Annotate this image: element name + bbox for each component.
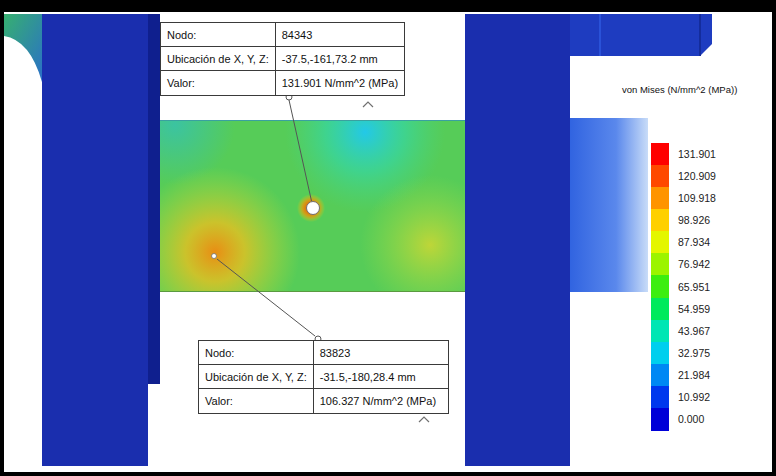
color-bar-band [651,275,669,298]
color-bar-value: 131.901 [678,148,716,160]
probe-field-value: -31.5,-180,28.4 mm [314,365,448,389]
probe-field-value: 83823 [314,341,448,365]
probe-field-name: Valor: [199,389,314,413]
probe-field-name: Nodo: [199,341,314,365]
color-bar-value: 43.967 [678,325,710,337]
probe-field-name: Valor: [161,71,276,95]
probe-table: Nodo:83823Ubicación de X, Y, Z:-31.5,-18… [198,340,449,414]
color-bar-value: 120.909 [678,170,716,182]
color-bar-band [651,342,669,365]
color-bar-value: 10.992 [678,391,710,403]
color-bar-band [651,320,669,343]
color-bar-value: 65.951 [678,281,710,293]
probe-field-value: 131.901 N/mm^2 (MPa) [276,71,404,95]
probe-field-value: -37.5,-161,73.2 mm [276,47,404,71]
color-bar-value: 54.959 [678,303,710,315]
color-bar-band [651,408,669,431]
color-bar-value: 98.926 [678,214,710,226]
color-bar-band [651,364,669,387]
probe-field-value: 106.327 N/mm^2 (MPa) [314,389,448,413]
color-bar-band [651,298,669,321]
probe-field-name: Nodo: [161,23,276,47]
color-bar-value: 0.000 [678,413,704,425]
color-bar-band [651,187,669,210]
color-bar-value: 21.984 [678,369,710,381]
color-bar-band [651,165,669,188]
color-bar-band [651,231,669,254]
color-bar-value: 87.934 [678,236,710,248]
color-bar-band [651,209,669,232]
color-bar-band [651,253,669,276]
color-bar-band [651,143,669,166]
probe-table: Nodo:84343Ubicación de X, Y, Z:-37.5,-16… [160,22,405,96]
color-bar-value: 109.918 [678,192,716,204]
probe-field-name: Ubicación de X, Y, Z: [199,365,314,389]
probe-field-value: 84343 [276,23,404,47]
color-bar-value: 32.975 [678,347,710,359]
probe-field-name: Ubicación de X, Y, Z: [161,47,276,71]
legend-title: von Mises (N/mm^2 (MPa)) [622,84,737,95]
color-bar-value: 76.942 [678,258,710,270]
color-bar-band [651,386,669,409]
